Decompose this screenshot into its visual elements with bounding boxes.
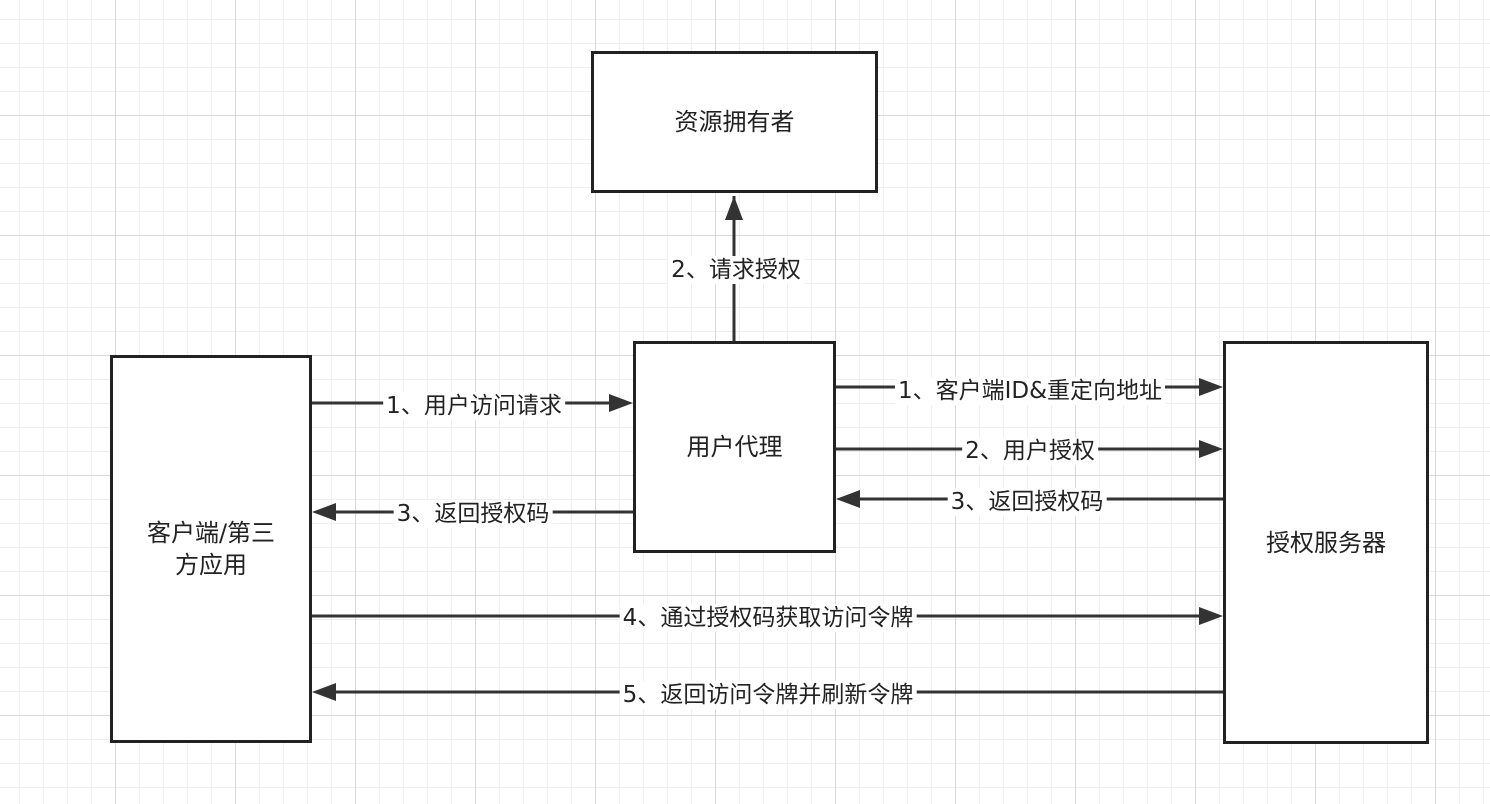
node-client: 客户端/第三方应用 (110, 355, 312, 743)
node-user-agent-label: 用户代理 (686, 433, 783, 461)
label-user-auth: 2、用户授权 (962, 437, 1098, 465)
node-resource-owner: 资源拥有者 (591, 51, 878, 193)
arrowhead-return-code-to-agent (836, 490, 860, 508)
label-return-token: 5、返回访问令牌并刷新令牌 (619, 681, 917, 709)
arrowhead-return-token (312, 683, 336, 701)
arrowhead-get-token (1199, 607, 1223, 625)
arrowhead-user-access (609, 394, 633, 412)
arrowhead-user-auth (1199, 440, 1223, 458)
node-user-agent: 用户代理 (633, 341, 836, 553)
label-return-code-to-agent: 3、返回授权码 (947, 488, 1107, 516)
node-resource-owner-label: 资源拥有者 (674, 108, 795, 136)
label-client-id-redirect: 1、客户端ID&重定向地址 (894, 377, 1166, 405)
label-return-code-to-client: 3、返回授权码 (393, 500, 553, 528)
node-client-label: 客户端/第三方应用 (146, 519, 276, 579)
label-request-auth: 2、请求授权 (668, 256, 804, 284)
arrowhead-request-auth (725, 196, 743, 220)
arrowhead-client-id-redirect (1199, 378, 1223, 396)
label-user-access: 1、用户访问请求 (383, 392, 565, 420)
label-get-token: 4、通过授权码获取访问令牌 (619, 604, 917, 632)
node-auth-server-label: 授权服务器 (1266, 528, 1386, 557)
node-auth-server: 授权服务器 (1223, 341, 1429, 744)
arrowhead-return-code-to-client (312, 503, 336, 521)
